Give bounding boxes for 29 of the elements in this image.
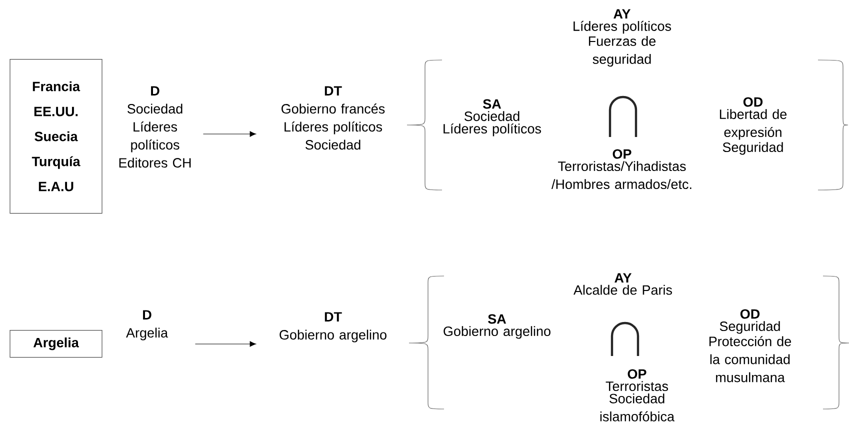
role-text: Alcalde de Paris: [574, 284, 672, 295]
role-text: Fuerzas de seguridad: [588, 36, 656, 67]
actor-group: DT Gobierno francés Líderes políticos Sociedad: [282, 86, 385, 150]
role-text: Líderes políticos: [574, 20, 672, 34]
role-text: Libertad de expresión: [720, 109, 787, 140]
arrow: [202, 131, 256, 137]
role-heading: SA: [483, 99, 502, 109]
role-heading: OD: [740, 309, 760, 319]
role-heading: OP: [612, 149, 632, 159]
actor-group: DT Gobierno argelino: [280, 312, 386, 342]
role-heading: OD: [743, 97, 763, 107]
role-text: Sociedad: [464, 111, 520, 122]
country-box: Argelia: [10, 330, 102, 358]
role-heading: AY: [614, 273, 632, 282]
country-box: Francia EE.UU. Suecia Turquía E.A.U: [10, 59, 102, 214]
role-text: Terroristas/Yihadistas /Hombres armados/etc.: [551, 161, 692, 190]
actor-group: D Sociedad Líderes políticos Editores CH: [119, 86, 191, 168]
role-text: Seguridad: [722, 142, 783, 155]
role-heading: SA: [488, 314, 506, 324]
role-text: Protección de la comunidad musulmana: [709, 336, 792, 382]
role-text: Sociedad islamofóbica: [600, 393, 674, 422]
role-text: Terroristas: [606, 381, 668, 392]
arrow: [194, 341, 256, 347]
actor-group: D Argelia: [126, 310, 168, 340]
role-text: Gobierno argelino: [444, 326, 550, 339]
role-text: Seguridad: [720, 321, 780, 334]
role-heading: OP: [628, 369, 646, 379]
role-heading: AY: [614, 9, 631, 18]
role-text: Líderes políticos: [444, 123, 542, 136]
